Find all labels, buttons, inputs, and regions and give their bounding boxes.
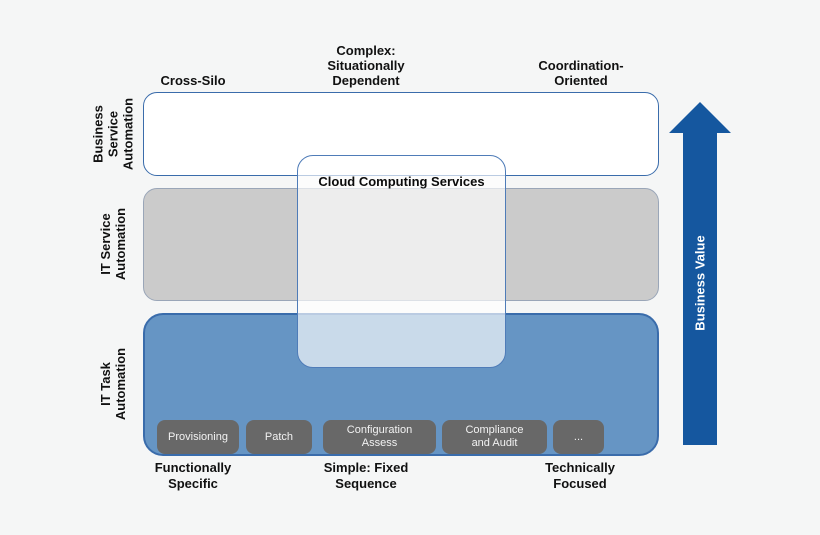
business-value-arrow-label: Business Value — [692, 235, 708, 331]
bottom-label-functionally-specific: Functionally Specific — [154, 460, 232, 491]
column-header-complex: Complex: Situationally Dependent — [327, 43, 405, 88]
task-box-provisioning: Provisioning — [157, 420, 239, 454]
bottom-label-simple-fixed-sequence: Simple: Fixed Sequence — [323, 460, 409, 491]
row-label-it-task-automation: IT Task Automation — [98, 347, 128, 421]
row-label-business-service-automation: Business Service Automation — [90, 97, 136, 171]
column-header-cross-silo: Cross-Silo — [160, 73, 226, 88]
column-header-coordination: Coordination- Oriented — [538, 58, 624, 88]
task-box-configuration-assess: Configuration Assess — [323, 420, 436, 454]
bottom-label-technically-focused: Technically Focused — [545, 460, 615, 491]
task-box-patch: Patch — [246, 420, 312, 454]
cloud-computing-services-box: Cloud Computing Services — [297, 155, 506, 368]
up-arrow-icon — [669, 102, 731, 445]
task-box-compliance-and-audit: Compliance and Audit — [442, 420, 547, 454]
task-box-ellipsis: ... — [553, 420, 604, 454]
row-label-it-service-automation: IT Service Automation — [98, 207, 128, 281]
cloud-computing-services-title: Cloud Computing Services — [318, 174, 485, 189]
